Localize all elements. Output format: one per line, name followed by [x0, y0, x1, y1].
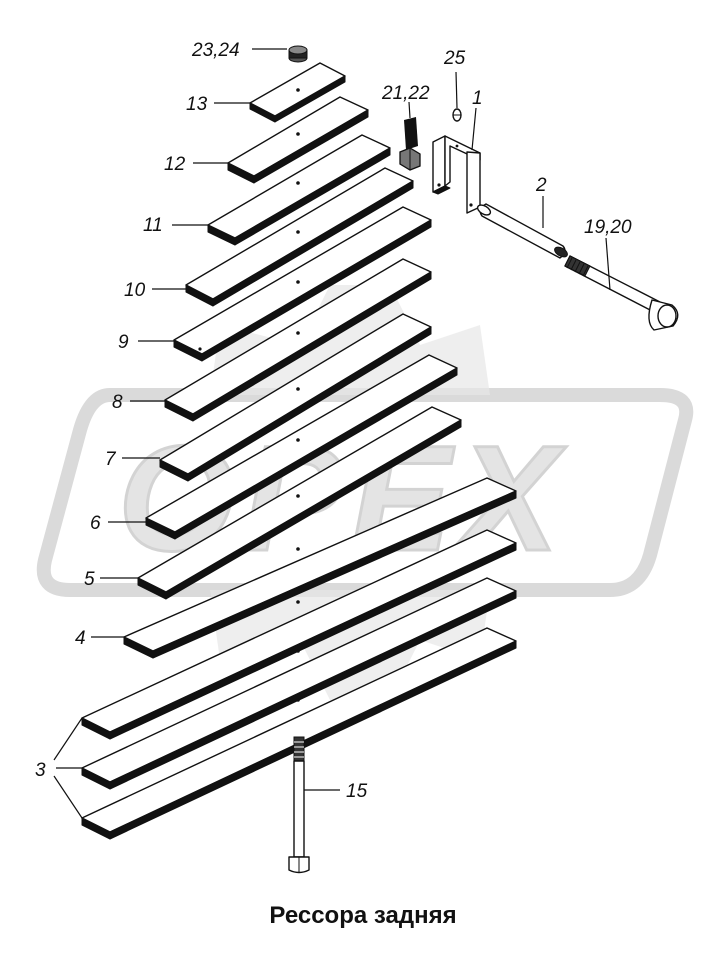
label-13: 13	[186, 94, 208, 115]
label-12: 12	[164, 154, 186, 175]
label-10: 10	[124, 280, 146, 301]
sleeve-2	[476, 203, 568, 259]
leaf-3c	[81, 627, 517, 840]
nut-23-24	[288, 45, 308, 63]
label-7: 7	[105, 449, 117, 470]
part-labels: 23,24 13 12 11 10 9 8 7 6 5 4 3 15 21,22…	[35, 40, 632, 802]
label-3: 3	[35, 760, 46, 781]
label-1: 1	[472, 88, 483, 109]
leader-lines	[53, 48, 611, 819]
bolt-19-20	[564, 255, 679, 331]
leaf-4	[123, 477, 517, 659]
rivet-25	[452, 108, 462, 122]
label-11: 11	[143, 215, 163, 236]
label-6: 6	[90, 513, 101, 534]
leaf-13	[249, 62, 346, 123]
center-bolt-15	[288, 736, 310, 874]
label-15: 15	[346, 781, 368, 802]
label-8: 8	[112, 392, 123, 413]
leaf-12	[227, 96, 369, 184]
leaf-7	[159, 313, 432, 482]
diagram-caption: Рессора задняя	[269, 902, 457, 929]
leaf-3a	[81, 529, 517, 740]
leaf-11	[207, 134, 391, 246]
nut-21-22	[399, 117, 421, 171]
leaf-5	[137, 406, 462, 600]
label-9: 9	[118, 332, 129, 353]
leaf-10	[185, 167, 414, 307]
leaf-8	[164, 258, 432, 422]
label-25: 25	[443, 48, 466, 69]
leaf-6	[145, 354, 458, 540]
label-19-20: 19,20	[584, 217, 632, 238]
label-21-22: 21,22	[381, 83, 430, 104]
label-23-24: 23,24	[191, 40, 240, 61]
bracket-1	[432, 135, 481, 214]
leaf-9	[173, 206, 432, 362]
label-4: 4	[75, 628, 86, 649]
label-2: 2	[535, 175, 547, 196]
leaf-3b	[81, 577, 517, 790]
spring-leaves	[81, 62, 517, 840]
label-5: 5	[84, 569, 95, 590]
